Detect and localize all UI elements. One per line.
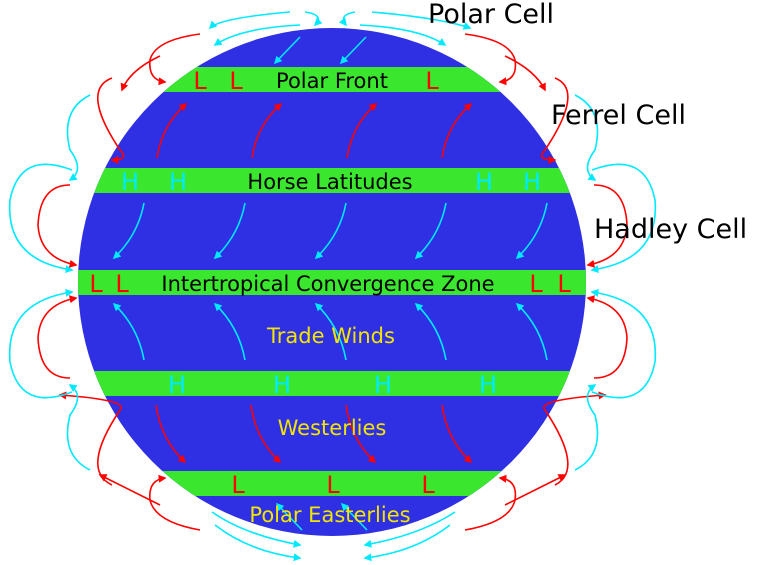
westerly-arrow	[155, 404, 187, 464]
circulation-cell-arrow	[214, 524, 302, 562]
polar-easterly-arrow	[273, 36, 301, 65]
circulation-cell-arrow	[304, 11, 323, 27]
low-pressure-marker: L	[425, 67, 439, 95]
trade-wind-arrow	[414, 202, 447, 260]
circulation-cell-arrow	[98, 474, 161, 506]
band-north-horse-latitudes	[78, 168, 586, 193]
trade-wind-arrow	[515, 202, 548, 260]
circulation-cell-arrow	[213, 24, 301, 46]
high-pressure-marker: H	[169, 168, 187, 196]
circulation-cell-arrow	[540, 77, 569, 164]
polar-easterly-arrow	[275, 502, 303, 531]
circulation-cell-arrow	[97, 77, 125, 164]
circulation-cell-arrow	[504, 474, 567, 506]
low-pressure-marker: L	[529, 270, 543, 298]
westerly-arrow	[346, 102, 378, 159]
circulation-cell-arrow	[211, 511, 302, 548]
polar-front-label: Polar Front	[276, 69, 388, 93]
westerly-arrow	[251, 102, 283, 159]
westerly-arrow	[441, 404, 473, 464]
circulation-cell-arrow	[8, 163, 74, 274]
band-itcz	[78, 270, 586, 295]
low-pressure-marker: L	[231, 471, 245, 499]
low-pressure-marker: L	[89, 270, 103, 298]
horse-latitudes-label: Horse Latitudes	[247, 170, 412, 194]
trade-wind-arrow	[213, 302, 246, 361]
high-pressure-marker: H	[273, 371, 291, 399]
high-pressure-marker: H	[475, 168, 493, 196]
polar-easterly-arrow	[340, 502, 368, 531]
high-pressure-marker: H	[374, 371, 392, 399]
trade-wind-arrow	[515, 302, 548, 361]
westerly-arrow	[345, 404, 377, 464]
circulation-cell-arrow	[504, 55, 546, 92]
polar-easterlies-label: Polar Easterlies	[249, 503, 410, 527]
low-pressure-marker: L	[115, 270, 129, 298]
low-pressure-marker: L	[421, 471, 435, 499]
hadley-cell-label: Hadley Cell	[594, 214, 747, 245]
low-pressure-marker: L	[557, 270, 571, 298]
circulation-cell-arrow	[363, 511, 456, 548]
westerlies-label: Westerlies	[278, 416, 387, 440]
trade-wind-arrow	[112, 302, 145, 361]
circulation-cell-arrow	[338, 11, 356, 27]
circulation-cell-arrow	[37, 184, 78, 268]
circulation-cell-arrow	[66, 384, 91, 471]
circulation-cell-arrow	[58, 391, 123, 486]
low-pressure-marker: L	[193, 67, 207, 95]
trade-wind-arrow	[314, 202, 347, 260]
low-pressure-marker: L	[326, 471, 340, 499]
circulation-cell-arrow	[586, 184, 628, 268]
circulation-cell-arrow	[8, 288, 74, 399]
trade-wind-arrow	[112, 202, 145, 260]
high-pressure-marker: H	[121, 168, 139, 196]
trade-wind-arrow	[414, 302, 447, 361]
westerly-arrow	[441, 102, 473, 159]
wind-arrows	[8, 11, 657, 562]
band-south-polar-front	[78, 471, 586, 496]
high-pressure-marker: H	[168, 371, 186, 399]
high-pressure-marker: H	[523, 168, 541, 196]
westerly-arrow	[250, 404, 282, 464]
westerly-arrow	[156, 102, 188, 159]
trade-wind-arrow	[314, 302, 347, 361]
circulation-cell-arrow	[359, 24, 447, 46]
circulation-cell-arrow	[120, 55, 161, 92]
ferrel-cell-label: Ferrel Cell	[551, 100, 686, 131]
circulation-cell-arrow	[363, 524, 451, 562]
circulation-cell-arrow	[208, 11, 291, 30]
band-south-horse-latitudes	[78, 371, 586, 396]
circulation-cell-arrow	[464, 33, 517, 86]
circulation-cell-arrow	[590, 163, 657, 274]
circulation-cell-arrow	[574, 384, 599, 471]
circulation-cell-arrow	[148, 33, 201, 86]
circulation-cell-arrow	[66, 94, 91, 181]
circulation-cell-arrow	[371, 11, 472, 30]
itcz-label: Intertropical Convergence Zone	[161, 272, 494, 296]
circulation-cell-arrow	[542, 391, 607, 486]
circulation-cell-arrow	[37, 295, 78, 379]
trade-winds-label: Trade Winds	[266, 324, 395, 348]
low-pressure-marker: L	[229, 67, 243, 95]
polar-easterly-arrow	[339, 36, 367, 65]
trade-wind-arrow	[213, 202, 246, 260]
polar-cell-label: Polar Cell	[428, 0, 554, 30]
circulation-cell-arrow	[590, 288, 657, 399]
circulation-cell-arrow	[586, 295, 628, 379]
circulation-cell-arrow	[574, 94, 599, 181]
high-pressure-marker: H	[479, 371, 497, 399]
